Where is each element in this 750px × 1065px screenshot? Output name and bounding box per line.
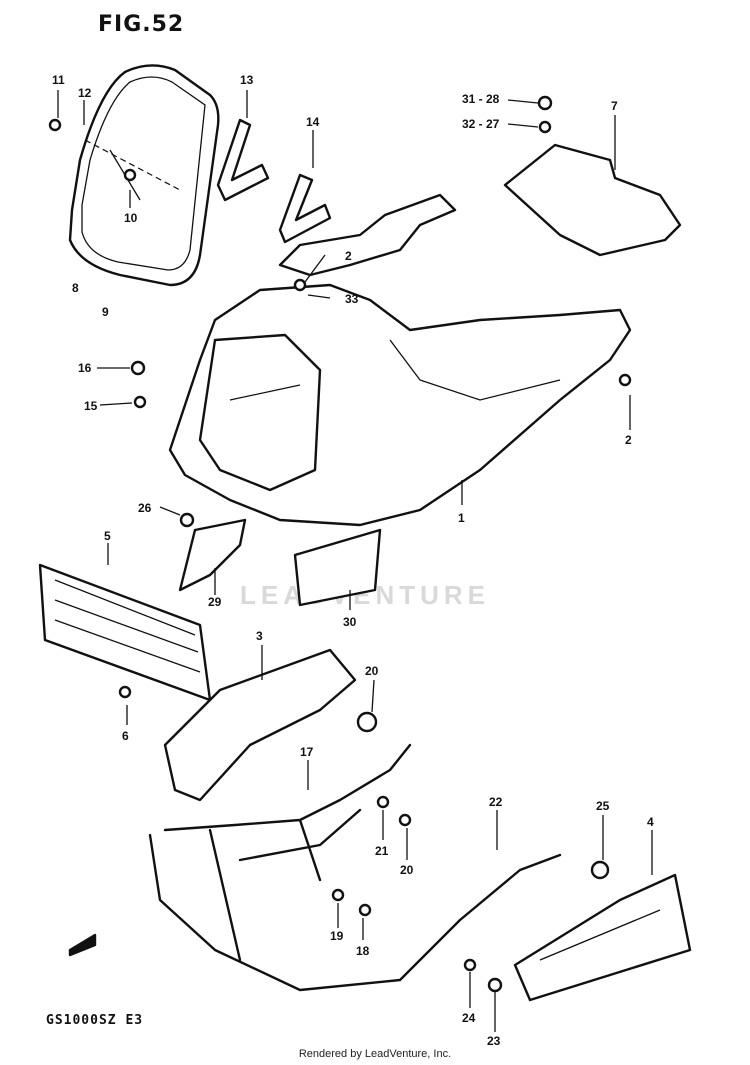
label-part-30: 30 [343, 615, 357, 629]
label-part-16: 16 [78, 361, 92, 375]
label-part-26: 26 [138, 501, 152, 515]
bracket-14[interactable] [278, 173, 332, 244]
model-code: GS1000SZ E3 [46, 1013, 144, 1028]
side-panel-29[interactable] [178, 518, 247, 592]
label-part-31-28: 31 - 28 [462, 92, 500, 106]
lower-frame-stay[interactable] [148, 743, 562, 992]
bracket-13[interactable] [216, 118, 270, 202]
label-part-2-right: 2 [625, 433, 632, 447]
side-cover-4[interactable] [513, 873, 692, 1002]
label-part-7: 7 [611, 99, 618, 113]
label-part-19: 19 [330, 929, 344, 943]
lower-cowl-3[interactable] [163, 648, 357, 802]
label-part-1: 1 [458, 511, 465, 525]
label-part-4: 4 [647, 815, 654, 829]
render-credit: Rendered by LeadVenture, Inc. [298, 1048, 452, 1060]
label-part-10: 10 [124, 211, 138, 225]
label-part-8: 8 [72, 281, 79, 295]
label-part-25: 25 [596, 799, 610, 813]
inner-panel-7[interactable] [503, 143, 682, 257]
label-part-3: 3 [256, 629, 263, 643]
label-part-32-27: 32 - 27 [462, 117, 500, 131]
label-part-9: 9 [102, 305, 109, 319]
label-part-17: 17 [300, 745, 314, 759]
label-part-23: 23 [487, 1034, 501, 1048]
label-part-15: 15 [84, 399, 98, 413]
label-part-33: 33 [345, 292, 359, 306]
label-part-12: 12 [78, 86, 92, 100]
label-part-20-bottom: 20 [400, 863, 414, 877]
figure-title: FIG.52 [98, 12, 185, 37]
label-part-22: 22 [489, 795, 503, 809]
label-part-24: 24 [462, 1011, 476, 1025]
main-fairing[interactable] [168, 283, 632, 527]
label-part-18: 18 [356, 944, 370, 958]
windscreen[interactable] [68, 64, 220, 287]
label-part-20-top: 20 [365, 664, 379, 678]
label-part-2-top: 2 [345, 249, 352, 263]
label-part-13: 13 [240, 73, 254, 87]
fasteners [48, 95, 632, 993]
front-arrow-icon [68, 933, 97, 957]
label-part-5: 5 [104, 529, 111, 543]
label-part-6: 6 [122, 729, 129, 743]
label-part-14: 14 [306, 115, 320, 129]
label-part-11: 11 [52, 73, 65, 87]
label-part-21: 21 [375, 844, 389, 858]
upper-frame-bracket[interactable] [278, 193, 457, 277]
label-part-29: 29 [208, 595, 222, 609]
leader-lines [57, 90, 653, 1032]
side-panel-30[interactable] [293, 528, 382, 607]
